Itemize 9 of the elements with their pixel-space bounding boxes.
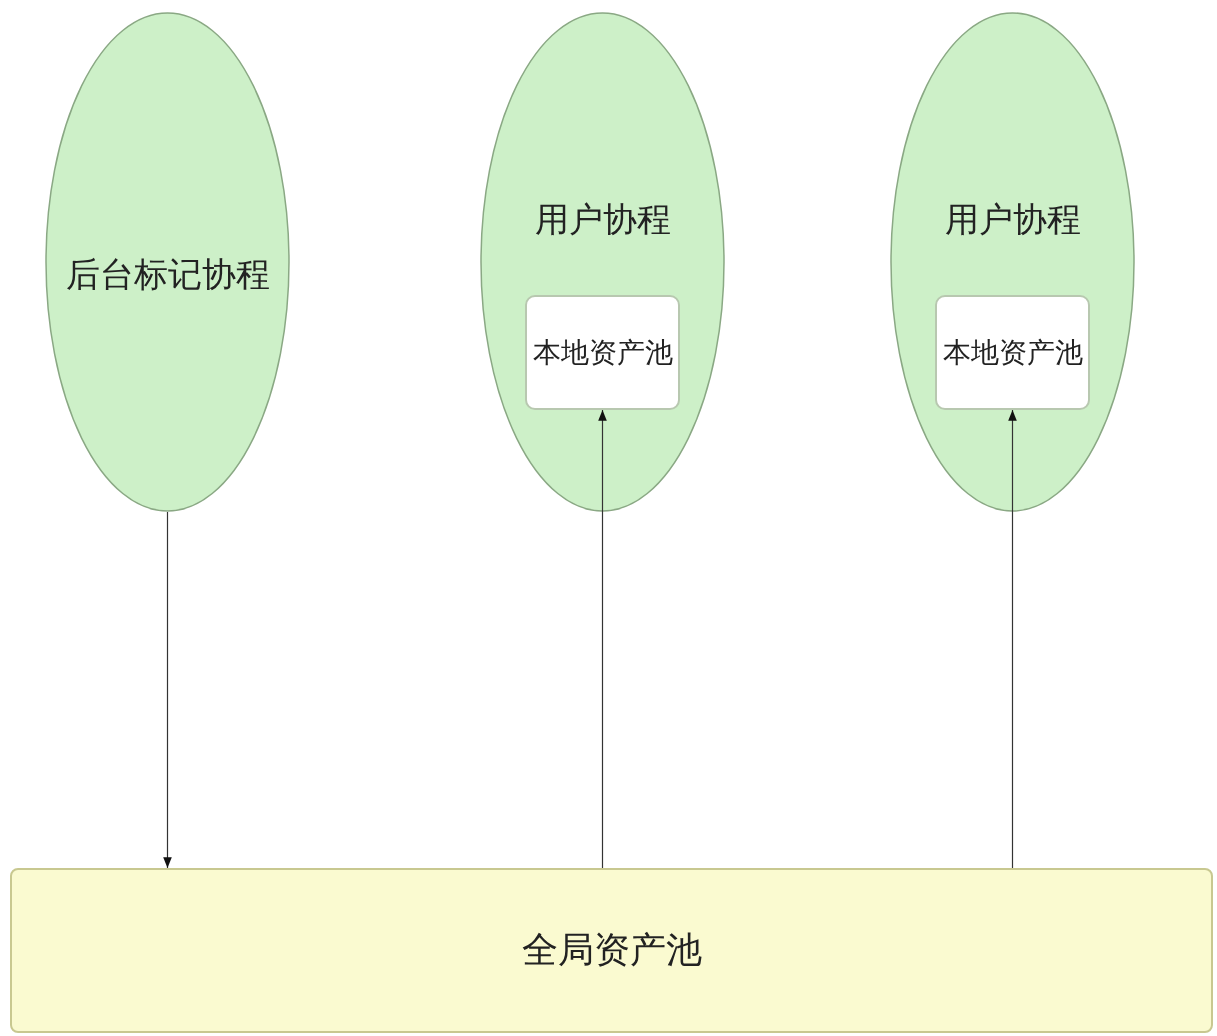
- node-label: 后台标记协程: [64, 253, 271, 296]
- node-label: 用户协程: [943, 198, 1082, 241]
- pool-box: 全局资产池: [10, 868, 1213, 1033]
- pool-box: 本地资产池: [935, 295, 1090, 410]
- pool-box: 本地资产池: [525, 295, 680, 410]
- arrow: [163, 511, 172, 869]
- arrow: [1008, 409, 1017, 869]
- node-label: 用户协程: [533, 198, 672, 241]
- arrow: [598, 409, 607, 869]
